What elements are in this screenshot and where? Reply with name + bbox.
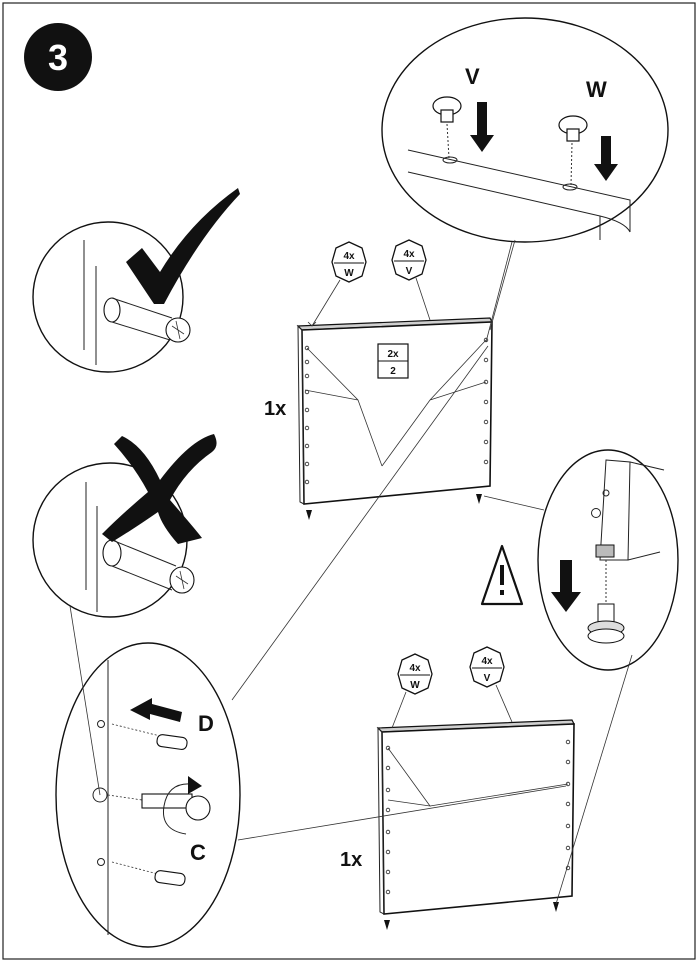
- arrow-down-icon: [470, 102, 494, 152]
- badge-top-v-qty: 4x: [403, 249, 415, 260]
- top-panel-box-qty: 2x: [387, 349, 399, 360]
- panel-bottom: 1x: [340, 719, 575, 930]
- warning-triangle-icon: [480, 544, 524, 606]
- rotate-arrow-icon: [162, 783, 193, 835]
- label-v: V: [465, 64, 480, 89]
- step-badge: 3: [24, 23, 92, 91]
- bolt-v-icon: [432, 96, 462, 159]
- label-w: W: [586, 77, 607, 102]
- panel-bottom-holes: [385, 739, 571, 895]
- badge-top-w-part: W: [344, 268, 354, 279]
- badge-bottom-w: 4x W: [397, 653, 433, 695]
- panel-top-holes: [304, 337, 489, 485]
- bottom-panel-quantity: 1x: [340, 849, 362, 871]
- badge-bottom-v-part: V: [484, 673, 491, 684]
- panel-top: 2x 2 1x: [264, 317, 493, 520]
- badge-bottom-w-qty: 4x: [409, 663, 421, 674]
- label-d: D: [198, 711, 214, 736]
- bolt-w-icon: [558, 115, 588, 186]
- arrow-left-icon: [130, 698, 182, 722]
- step-number: 3: [48, 37, 68, 78]
- top-panel-quantity: 1x: [264, 398, 286, 420]
- detail-circle-top: V W: [381, 17, 669, 243]
- leveler-foot-icon: [587, 603, 625, 644]
- arrow-down-icon: [551, 560, 581, 612]
- badge-bottom-w-part: W: [410, 680, 420, 691]
- badge-bottom-v-qty: 4x: [481, 656, 493, 667]
- badge-top-v-part: V: [406, 266, 413, 277]
- cross-mark-icon: [102, 434, 217, 544]
- badge-top-w-qty: 4x: [343, 251, 355, 262]
- detail-circle-wrong: [32, 434, 217, 618]
- badge-bottom-v: 4x V: [469, 646, 505, 688]
- callout-lines: [69, 239, 633, 905]
- detail-circle-correct: [32, 188, 240, 373]
- top-panel-box-part: 2: [390, 366, 396, 377]
- detail-circle-bottom-left: D C: [55, 642, 241, 948]
- detail-circle-foot: [537, 449, 679, 671]
- badge-top-w: 4x W: [331, 241, 367, 283]
- label-c: C: [190, 840, 206, 865]
- check-mark-icon: [126, 188, 240, 304]
- badge-top-v: 4x V: [391, 239, 427, 281]
- arrow-down-icon: [594, 136, 618, 181]
